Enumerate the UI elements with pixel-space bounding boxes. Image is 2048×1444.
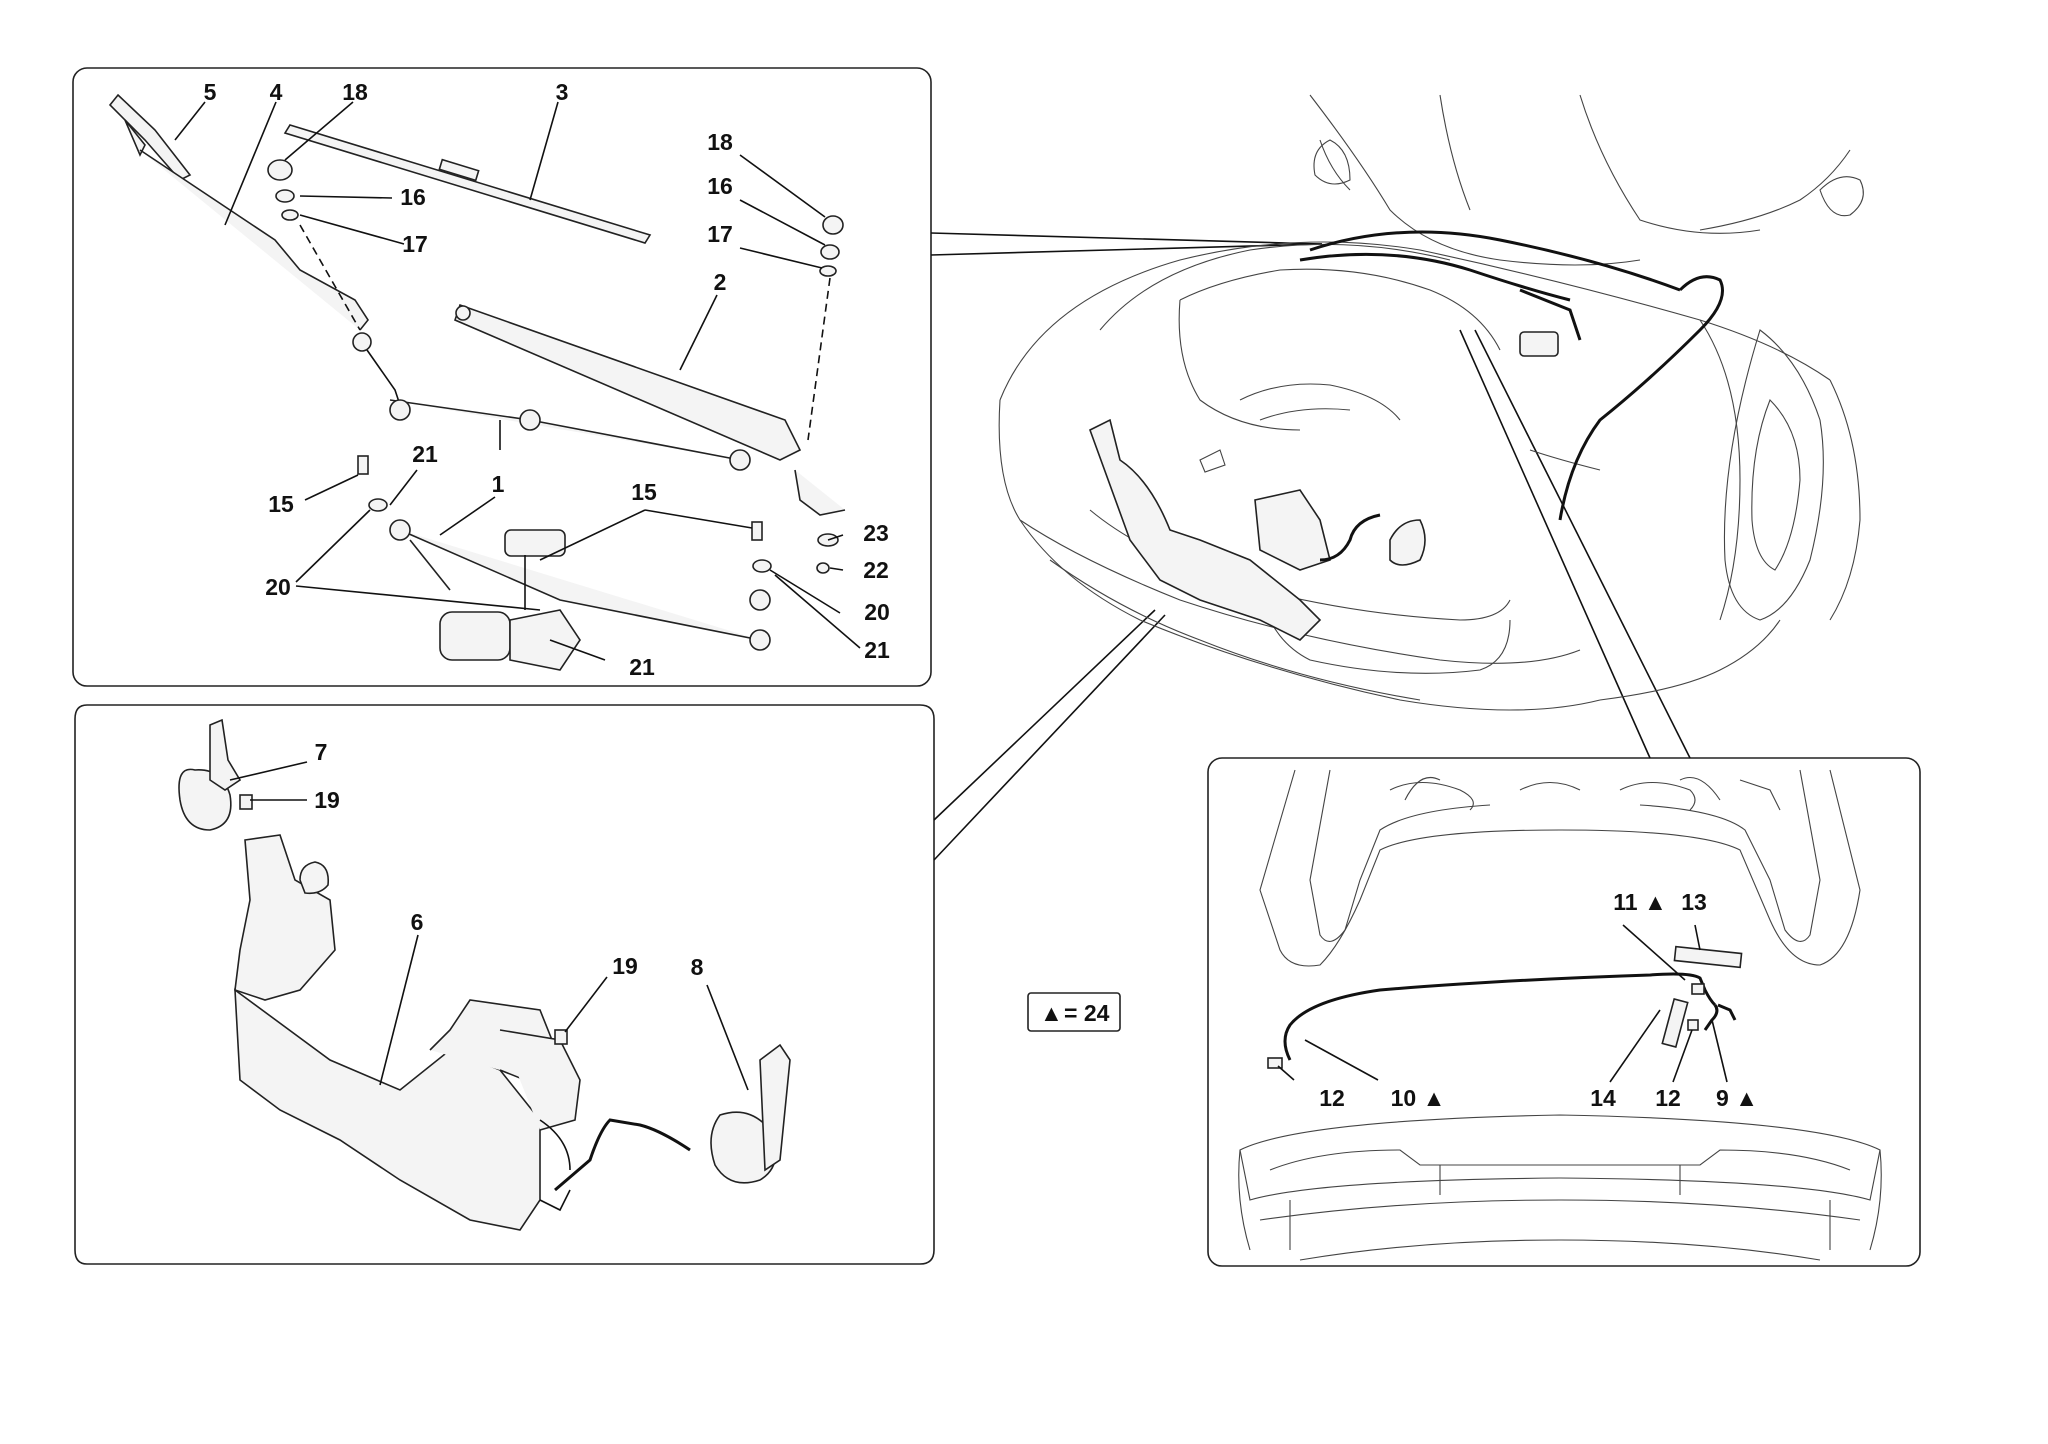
label-15b: 15	[631, 479, 657, 505]
hood-underside-outline	[1238, 769, 1882, 1261]
label-4: 4	[270, 79, 283, 105]
label-10: 10 ▲	[1391, 1085, 1446, 1111]
label-15: 15	[268, 491, 294, 517]
label-14: 14	[1590, 1085, 1616, 1111]
leader-lines-wiper	[174, 101, 861, 661]
dash-line-left	[299, 224, 361, 331]
label-16b: 16	[707, 173, 733, 199]
leader-lines-washer	[229, 761, 749, 1091]
dash-line-right	[807, 277, 831, 441]
horn-8	[710, 1043, 791, 1184]
label-5: 5	[204, 79, 217, 105]
label-18b: 18	[707, 129, 733, 155]
washer-reservoir-6	[234, 834, 691, 1231]
label-11: 11 ▲	[1613, 889, 1666, 915]
wiper-motor	[439, 529, 581, 671]
label-16: 16	[400, 184, 426, 210]
label-1: 1	[492, 471, 505, 497]
labels-wiper-panel: 5 4 18 3 18 16 16 17 17 2 1 15 21 15 20 …	[204, 79, 890, 680]
linkage-arm-right	[794, 469, 846, 516]
label-2: 2	[714, 269, 727, 295]
car-front-outline	[998, 94, 1864, 711]
horn-7	[178, 718, 242, 831]
label-12b: 12	[1655, 1085, 1681, 1111]
label-7: 7	[315, 739, 328, 765]
labels-washer-panel: 7 19 6 19 8	[314, 739, 703, 980]
fasteners-wiper	[267, 159, 844, 574]
label-23: 23	[863, 520, 889, 546]
legend-box	[1027, 992, 1121, 1032]
wiper-linkage-1	[389, 399, 771, 651]
car-washer-reservoir	[1089, 418, 1426, 641]
labels-hood-panel: 11 ▲ 13 12 10 ▲ 14 12 9 ▲	[1319, 889, 1758, 1111]
car-wiper-linkage	[1299, 230, 1724, 521]
label-21c: 21	[864, 637, 890, 663]
label-21: 21	[412, 441, 438, 467]
label-3: 3	[556, 79, 569, 105]
washer-hose-10	[1267, 972, 1737, 1069]
wiper-arm-4	[139, 149, 401, 406]
legend-symbol: ▲	[1040, 1000, 1063, 1026]
label-12: 12	[1319, 1085, 1345, 1111]
wiper-arm-2	[454, 303, 802, 461]
label-21b: 21	[629, 654, 655, 680]
label-18: 18	[342, 79, 368, 105]
label-8: 8	[691, 954, 704, 980]
legend-value: = 24	[1064, 1000, 1110, 1026]
label-17: 17	[402, 231, 428, 257]
fasteners-washer	[239, 794, 568, 1045]
label-20b: 20	[864, 599, 890, 625]
label-19b: 19	[612, 953, 638, 979]
hood-detail-panel	[1207, 757, 1921, 1267]
wiper-blade-5	[108, 93, 192, 181]
washer-horn-panel	[74, 704, 935, 1265]
label-20: 20	[265, 574, 291, 600]
label-6: 6	[411, 909, 424, 935]
wiper-assembly-panel	[72, 67, 932, 687]
label-22: 22	[863, 557, 889, 583]
hood-small-parts	[1661, 945, 1743, 1049]
label-13: 13	[1681, 889, 1707, 915]
legend: ▲ = 24	[1040, 1000, 1110, 1026]
leader-lines-hood	[1277, 924, 1728, 1083]
label-17b: 17	[707, 221, 733, 247]
label-19: 19	[314, 787, 340, 813]
label-9: 9 ▲	[1716, 1085, 1758, 1111]
